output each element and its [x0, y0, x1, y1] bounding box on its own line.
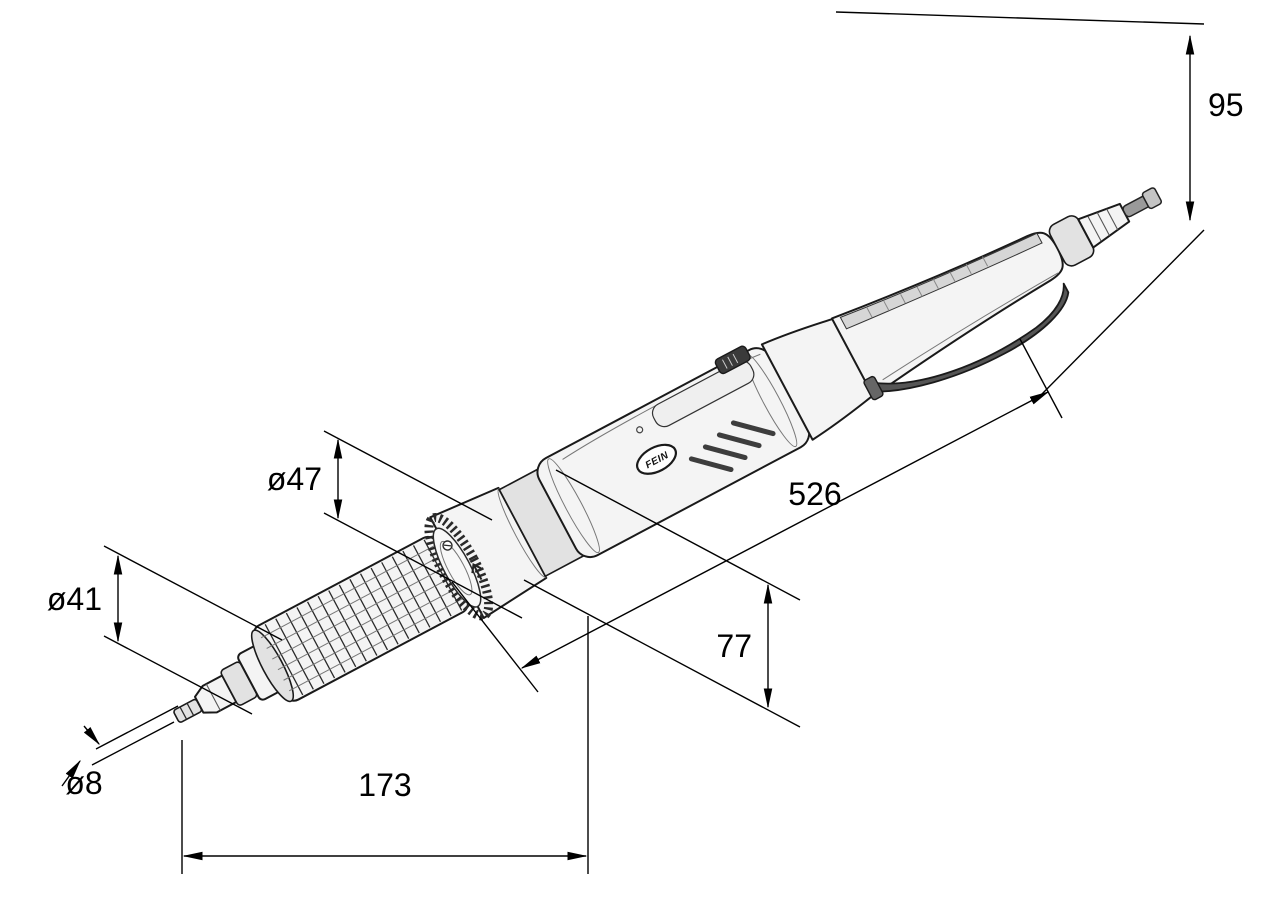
grip-front-cap — [250, 629, 295, 703]
dim-95-label: 95 — [1208, 87, 1244, 123]
dim-77-ext-bottom — [523, 579, 801, 728]
grip-knurl-lines — [260, 544, 465, 692]
dim-o8-ext-top — [95, 705, 179, 750]
collar-inner-ring — [439, 540, 473, 596]
dim-o8-ext-bottom — [91, 721, 175, 766]
dim-77-label: 77 — [716, 628, 752, 664]
grinder-illustration: FEIN — [173, 187, 1162, 723]
dim-grip-diameter: ø41 — [47, 545, 283, 715]
collar-direction-arrow — [471, 563, 483, 581]
handle-texture — [866, 256, 989, 318]
dim-526-ext-left — [451, 581, 539, 693]
dim-o41-label: ø41 — [47, 581, 102, 617]
collar-screw-slot — [443, 544, 452, 547]
spindle-slots — [179, 702, 195, 720]
dim-173-label: 173 — [358, 767, 411, 803]
dim-95-ext-top — [835, 11, 1205, 25]
dim-o8-arrow-bottom — [61, 759, 81, 787]
dim-front-length: 173 — [181, 616, 589, 874]
collar-knurl-ring — [424, 512, 494, 621]
dim-o8-arrow-top — [83, 725, 100, 746]
collet-nut-edge — [205, 683, 221, 711]
dim-spindle-diameter: ø8 — [61, 705, 179, 801]
dim-o41-ext-bottom — [103, 635, 253, 715]
dim-526-label: 526 — [788, 476, 841, 512]
strain-relief-ribs — [1087, 208, 1119, 242]
grip-ribs — [264, 539, 463, 696]
dim-95-ext-bottom — [1039, 229, 1205, 397]
paddle-switch — [871, 282, 1070, 393]
dim-o8-label: ø8 — [65, 765, 102, 801]
dim-rear-height: 95 — [835, 11, 1244, 397]
cable-end-cap — [1141, 187, 1162, 210]
handle-grip — [830, 231, 1064, 398]
power-switch-slider — [714, 345, 751, 375]
dim-77-ext-top — [555, 469, 801, 601]
dim-overall-length: 526 — [451, 338, 1063, 693]
handle-bottom-line — [882, 272, 1059, 381]
dim-o47-ext-top — [323, 430, 493, 521]
dim-526-ext-right — [1019, 338, 1063, 419]
dimension-annotations: 95 526 77 173 ø47 — [47, 11, 1244, 874]
power-switch-ridges — [722, 353, 739, 369]
dim-o47-ext-bottom — [323, 512, 523, 619]
dim-collar-diameter: ø47 — [267, 430, 523, 619]
dim-o41-ext-top — [103, 545, 283, 641]
dim-body-height: 77 — [523, 469, 801, 728]
handle-softgrip-top — [839, 232, 1043, 330]
dim-o47-label: ø47 — [267, 461, 322, 497]
dim-526-line — [520, 391, 1050, 669]
